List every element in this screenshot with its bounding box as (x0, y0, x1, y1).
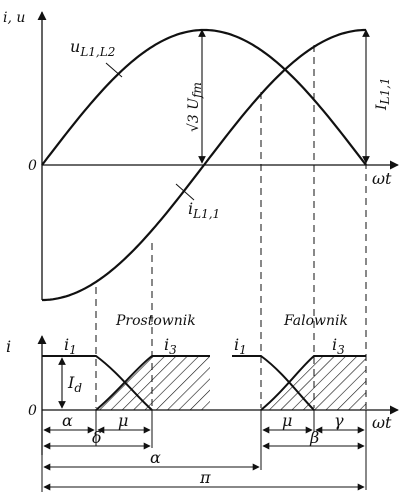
top-plot: i, u ωt 0 uL1,L2 iL1,1 √3 Ufm IL1,1 (3, 10, 399, 410)
right-i3-label: i3 (332, 335, 345, 357)
rectifier-commutation (42, 355, 210, 411)
rectifier-title: Prostownik (115, 313, 196, 329)
top-origin-label: 0 (28, 158, 37, 174)
inverter-title: Falownik (283, 313, 348, 329)
top-y-axis-label: i, u (3, 10, 25, 26)
dimension-labels: α μ δ α μ γ β π (62, 411, 344, 487)
inverter-i3-hatch (261, 356, 366, 410)
bottom-x-axis-label: ωt (372, 413, 392, 432)
dimension-lines (41, 410, 367, 492)
dim-alpha-short-label: α (62, 411, 73, 430)
bottom-plot: i ωt 0 Prostownik Falownik i1 i3 i1 i3 (6, 313, 399, 455)
dim-beta-label: β (309, 428, 319, 447)
dim-gamma-label: γ (334, 411, 344, 430)
inverter-commutation (232, 355, 366, 411)
dim-mu-left-label: μ (118, 411, 128, 430)
dim-alpha-long-label: α (150, 448, 161, 467)
left-i3-label: i3 (164, 335, 177, 357)
rectifier-i3-hatch (96, 356, 210, 410)
inverter-i3-curve (260, 355, 366, 411)
rectifier-i3-curve (95, 355, 210, 411)
dim-mu-right-label: μ (282, 411, 292, 430)
id-label: Id (67, 373, 82, 395)
left-i1-label: i1 (64, 335, 77, 357)
current-leader-line (175, 183, 195, 201)
voltage-leader-line (105, 62, 123, 78)
current-amplitude-label: IL1,1 (374, 77, 392, 111)
current-curve-label: iL1,1 (188, 199, 220, 221)
dim-pi-label: π (199, 468, 211, 487)
bottom-y-axis-label: i (6, 337, 11, 356)
rectifier-i1-curve (42, 355, 153, 411)
bottom-origin-label: 0 (28, 403, 37, 419)
current-curve (42, 28, 366, 302)
dim-delta-label: δ (92, 428, 102, 447)
right-i1-label: i1 (234, 335, 247, 357)
projection-lines (95, 30, 367, 410)
voltage-curve-label: uL1,L2 (70, 37, 115, 59)
top-x-axis-label: ωt (372, 169, 392, 188)
voltage-amplitude-label: √3 Ufm (186, 82, 204, 132)
inverter-i1-curve (232, 355, 315, 411)
